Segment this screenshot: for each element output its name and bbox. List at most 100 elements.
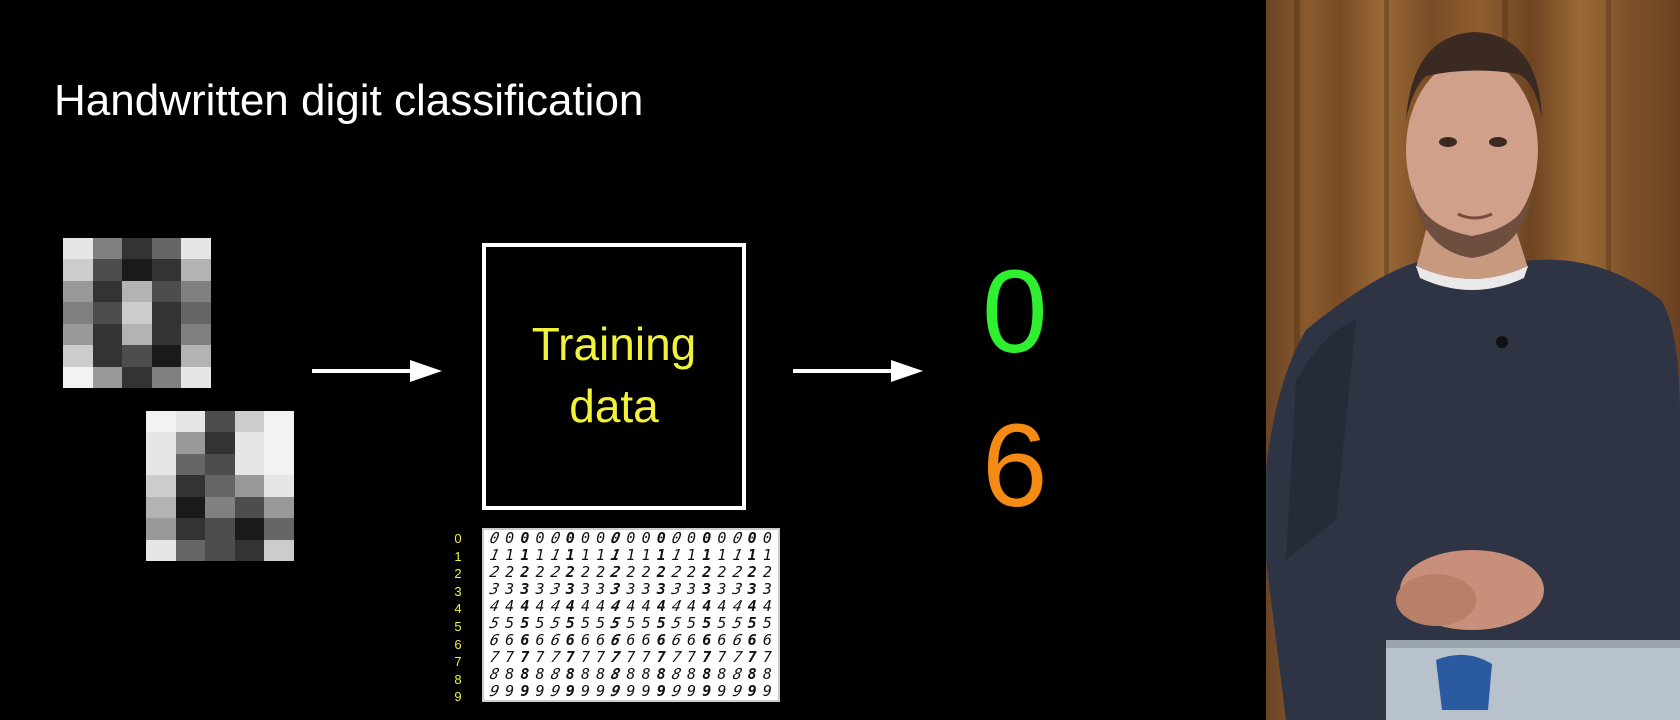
mnist-digit: 1	[505, 546, 515, 564]
mnist-digit: 6	[596, 631, 606, 649]
mnist-digit: 9	[717, 682, 727, 700]
pixel-cell	[92, 280, 123, 303]
mnist-digit: 7	[596, 648, 606, 666]
mnist-digit: 0	[702, 529, 712, 547]
mnist-digit: 3	[626, 580, 636, 598]
mnist-digit: 1	[535, 546, 545, 564]
mnist-digit: 1	[762, 546, 772, 564]
mnist-digit: 1	[702, 546, 712, 564]
mnist-digit: 0	[505, 529, 515, 547]
pixel-cell	[122, 280, 152, 303]
mnist-digit: 4	[580, 597, 590, 615]
mnist-digit: 6	[747, 631, 757, 649]
mnist-digit: 6	[609, 631, 623, 649]
mnist-digit: 5	[762, 614, 772, 632]
pixel-cell	[146, 453, 176, 476]
mnist-digit: 5	[641, 614, 651, 632]
mnist-digit: 8	[596, 665, 606, 683]
mnist-digit: 2	[580, 563, 590, 581]
mnist-digit: 3	[596, 580, 606, 598]
mnist-digit: 7	[505, 648, 515, 666]
mnist-digit: 2	[641, 563, 651, 581]
mnist-digit: 3	[670, 580, 683, 598]
pixel-cell	[205, 518, 235, 540]
pixel-cell	[264, 453, 294, 476]
mnist-digit: 9	[580, 682, 590, 700]
mnist-digit: 5	[670, 614, 683, 632]
mnist-digit: 4	[670, 597, 683, 615]
mnist-digit: 2	[762, 563, 772, 581]
pixel-cell	[205, 453, 235, 476]
mnist-digit: 1	[596, 546, 606, 564]
mnist-digit: 8	[670, 665, 683, 683]
mnist-digit: 9	[730, 682, 744, 700]
pixel-cell	[181, 302, 211, 324]
mnist-digit: 8	[747, 665, 757, 683]
mnist-digit: 7	[656, 648, 666, 666]
mnist-digit: 6	[535, 631, 545, 649]
pixel-cell	[205, 539, 235, 561]
pixel-cell	[92, 345, 123, 367]
mnist-digit: 4	[656, 597, 666, 615]
mnist-row-label: 6	[454, 636, 462, 652]
pixel-cell	[234, 539, 265, 561]
mnist-digit: 9	[656, 682, 666, 700]
mnist-digit: 8	[505, 665, 515, 683]
mnist-digit: 5	[747, 614, 757, 632]
mnist-digit: 6	[717, 631, 727, 649]
mnist-digit: 2	[520, 563, 530, 581]
pixel-cell	[175, 496, 206, 519]
mnist-digit: 5	[565, 614, 575, 632]
mnist-row-label: 5	[454, 618, 462, 634]
mnist-digit: 7	[626, 648, 636, 666]
mnist-digit: 0	[717, 529, 727, 547]
mnist-row-label: 3	[454, 583, 462, 599]
mnist-digit: 1	[670, 546, 683, 564]
mnist-digit: 4	[565, 597, 575, 615]
presentation-slide: Handwritten digit classification Trainin…	[54, 76, 1048, 706]
mnist-digit: 1	[717, 546, 727, 564]
mnist-digit: 3	[548, 580, 562, 598]
pixel-cell	[122, 259, 152, 281]
mnist-digit: 7	[641, 648, 651, 666]
pixel-cell	[151, 345, 182, 367]
pixel-cell	[146, 475, 176, 497]
mnist-digit: 6	[702, 631, 712, 649]
pixel-cell	[63, 280, 93, 303]
mnist-digit: 6	[520, 631, 530, 649]
mnist-row-label: 9	[454, 689, 462, 705]
mnist-digit: 9	[609, 682, 623, 700]
mnist-digit: 2	[670, 563, 683, 581]
mnist-digit: 0	[641, 529, 651, 547]
mnist-digit: 0	[762, 529, 772, 547]
pixel-cell	[122, 366, 152, 388]
mnist-digit: 1	[687, 546, 697, 564]
mnist-digit: 7	[747, 648, 757, 666]
output-arrow-icon	[793, 360, 923, 382]
mnist-digit: 5	[717, 614, 727, 632]
pixel-cell	[234, 432, 265, 454]
pixel-cell	[181, 345, 211, 367]
mnist-digit: 2	[626, 563, 636, 581]
pixel-cell	[92, 302, 123, 324]
mnist-digit: 8	[535, 665, 545, 683]
mnist-digit: 1	[548, 546, 562, 564]
pixel-cell	[205, 432, 235, 454]
mnist-digit: 2	[548, 563, 562, 581]
mnist-digit: 7	[580, 648, 590, 666]
mnist-digit: 3	[717, 580, 727, 598]
mnist-digit: 9	[670, 682, 683, 700]
mnist-row-label: 2	[454, 566, 462, 582]
mnist-digit: 8	[520, 665, 530, 683]
mnist-digit: 5	[656, 614, 666, 632]
speaker-video	[1266, 0, 1680, 720]
mnist-digit: 2	[730, 563, 744, 581]
mnist-digit: 6	[548, 631, 562, 649]
mnist-digit: 9	[548, 682, 562, 700]
